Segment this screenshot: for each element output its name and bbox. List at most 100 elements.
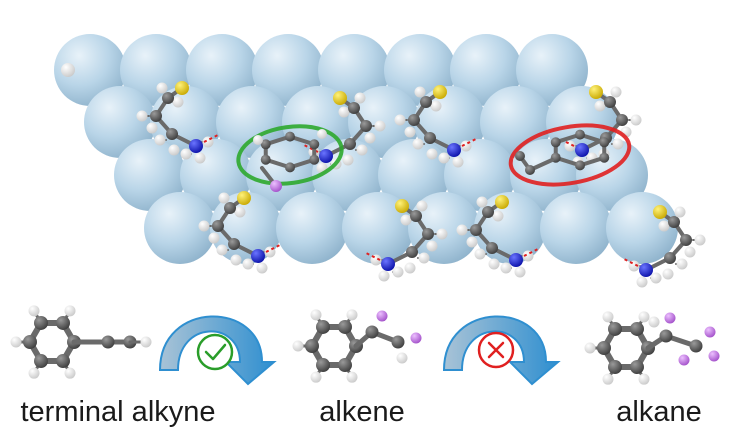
adsorbed-alkyne-green bbox=[236, 124, 344, 192]
carbon-atom bbox=[599, 137, 610, 148]
carbon-atom bbox=[285, 131, 295, 142]
carbon-atom bbox=[34, 354, 48, 369]
carbon-atom bbox=[212, 220, 224, 232]
amine-thiol-ligand bbox=[394, 85, 479, 168]
hydrogen-atom bbox=[456, 224, 468, 236]
carbon-atom bbox=[482, 206, 494, 218]
sulfur-atom bbox=[653, 205, 667, 219]
sulfur-atom bbox=[175, 81, 189, 95]
molecule-alkene bbox=[292, 309, 422, 383]
hydrogen-atom bbox=[10, 336, 22, 348]
surface-atom bbox=[450, 34, 522, 106]
hydrogen-atom bbox=[412, 138, 424, 150]
hydrogen-atom bbox=[662, 268, 674, 280]
surface-atom bbox=[408, 192, 480, 264]
carbon-atom bbox=[630, 321, 644, 336]
label-alkane: alkane bbox=[616, 396, 702, 428]
carbon-atom bbox=[575, 160, 585, 171]
hydrogen-atom bbox=[602, 373, 614, 385]
hydrogen-atom bbox=[28, 305, 40, 317]
hydrogen-atom bbox=[650, 272, 662, 284]
amine-thiol-ligand bbox=[136, 81, 221, 164]
carbon-atom bbox=[630, 360, 644, 375]
label-alkene: alkene bbox=[319, 396, 405, 428]
hydrogen-atom bbox=[256, 262, 268, 274]
carbon-atom bbox=[515, 151, 525, 161]
nitrogen-atom bbox=[189, 139, 203, 153]
deuterium-atom bbox=[376, 310, 388, 322]
hydrogen-atom bbox=[514, 266, 526, 278]
carbon-atom bbox=[689, 339, 703, 353]
sulfur-atom bbox=[237, 191, 251, 205]
carbon-atom bbox=[360, 120, 372, 132]
step-arrow-allowed bbox=[158, 315, 277, 386]
amine-thiol-ligand bbox=[557, 85, 642, 168]
hydrogen-atom bbox=[674, 206, 686, 218]
hydrogen-atom bbox=[346, 371, 358, 383]
nitrogen-atom bbox=[575, 143, 589, 157]
hydrogen-atom bbox=[356, 144, 368, 156]
hydrogen-atom bbox=[338, 106, 350, 118]
hydrogen-atom bbox=[198, 220, 210, 232]
reaction-scheme bbox=[10, 305, 720, 385]
hydrogen-atom bbox=[694, 234, 706, 246]
deuterium-atom bbox=[704, 326, 716, 338]
hydrogen-atom bbox=[436, 228, 448, 240]
surface-atom bbox=[510, 139, 582, 211]
hydrogen-atom bbox=[364, 132, 376, 144]
hydrogen-atom bbox=[476, 196, 488, 208]
deuterium-atom bbox=[708, 350, 720, 362]
carbon-atom bbox=[338, 319, 352, 334]
hydrogen-atom bbox=[242, 258, 254, 270]
hydrogen-atom bbox=[426, 240, 438, 252]
carbon-atom bbox=[604, 96, 616, 108]
hydrogen-atom bbox=[310, 371, 322, 383]
carbon-atom bbox=[338, 358, 352, 373]
surface-atom bbox=[252, 34, 324, 106]
hydrogen-atom bbox=[404, 262, 416, 274]
carbon-atom bbox=[550, 137, 561, 148]
carbon-atom bbox=[316, 319, 330, 334]
hydrogen-atom bbox=[394, 114, 406, 126]
surface-atom bbox=[480, 86, 552, 158]
hydrogen-atom bbox=[612, 138, 624, 150]
carbon-atom bbox=[470, 224, 482, 236]
carbon-atom bbox=[659, 329, 673, 343]
hydrogen-atom bbox=[610, 86, 622, 98]
carbon-atom bbox=[391, 335, 405, 349]
hydrogen-atom bbox=[378, 270, 390, 282]
carbon-atom bbox=[348, 102, 360, 114]
carbon-atom bbox=[525, 165, 535, 175]
hydrogen-atom bbox=[342, 154, 354, 166]
hydrogen-atom bbox=[452, 156, 464, 168]
hydrogen-atom bbox=[438, 152, 450, 164]
surface-atom bbox=[276, 192, 348, 264]
carbon-atom bbox=[56, 354, 70, 369]
carbon-atom bbox=[260, 139, 271, 150]
adsorbed-alkene-red bbox=[508, 123, 632, 187]
hydrogen-atom bbox=[684, 246, 696, 258]
sulfur-atom bbox=[433, 85, 447, 99]
carbon-atom bbox=[365, 325, 379, 339]
hydrogen-atom bbox=[658, 220, 670, 232]
hydrogen-atom bbox=[218, 192, 230, 204]
carbon-atom bbox=[424, 132, 436, 144]
hydrogen-atom bbox=[638, 311, 650, 323]
hydrogen-atom bbox=[172, 96, 184, 108]
sulfur-atom bbox=[589, 85, 603, 99]
hydrogen-atom bbox=[234, 206, 246, 218]
hydrogen-atom bbox=[374, 120, 386, 132]
amine-thiol-ligand bbox=[198, 191, 283, 274]
nitrogen-atom bbox=[509, 253, 523, 267]
hydrogen-atom bbox=[146, 122, 158, 134]
surface-atom bbox=[120, 34, 192, 106]
hydrogen-atom bbox=[168, 144, 180, 156]
carbon-atom bbox=[422, 228, 434, 240]
carbon-atom bbox=[228, 238, 240, 250]
hydrogen-atom bbox=[430, 100, 442, 112]
amine-thiol-ligand bbox=[363, 199, 448, 282]
carbon-atom bbox=[608, 360, 622, 375]
nitrogen-atom bbox=[447, 143, 461, 157]
carbon-atom bbox=[309, 139, 320, 150]
